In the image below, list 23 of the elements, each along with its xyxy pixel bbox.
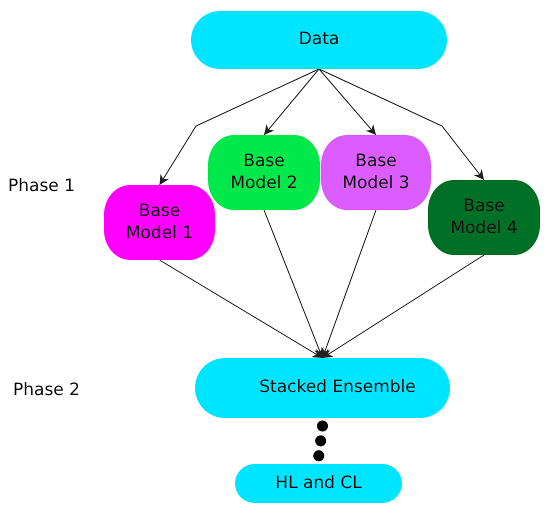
node-label: Base Model 2 bbox=[229, 151, 299, 194]
arrow bbox=[159, 260, 323, 358]
arrow bbox=[318, 68, 376, 136]
node-label: Base Model 1 bbox=[124, 201, 194, 244]
rounded-box bbox=[321, 135, 431, 210]
phase-label: Phase 2 bbox=[13, 380, 80, 400]
node-label: Base Model 4 bbox=[449, 196, 519, 239]
node-label: Stacked Ensemble bbox=[259, 377, 416, 399]
rounded-box bbox=[208, 135, 320, 210]
arrow bbox=[318, 68, 484, 180]
arrow bbox=[264, 68, 320, 136]
rounded-box bbox=[104, 185, 215, 260]
arrow bbox=[159, 68, 320, 186]
arrow bbox=[321, 210, 376, 358]
arrow bbox=[264, 210, 324, 358]
dotted-connector bbox=[313, 420, 328, 464]
phase-label: Phase 1 bbox=[8, 176, 75, 196]
node-label: Data bbox=[298, 29, 340, 51]
node-label: Base Model 3 bbox=[341, 151, 411, 194]
arrow bbox=[322, 254, 484, 358]
rounded-box bbox=[235, 464, 402, 503]
node-label: HL and CL bbox=[275, 472, 362, 494]
rounded-box bbox=[428, 180, 540, 255]
